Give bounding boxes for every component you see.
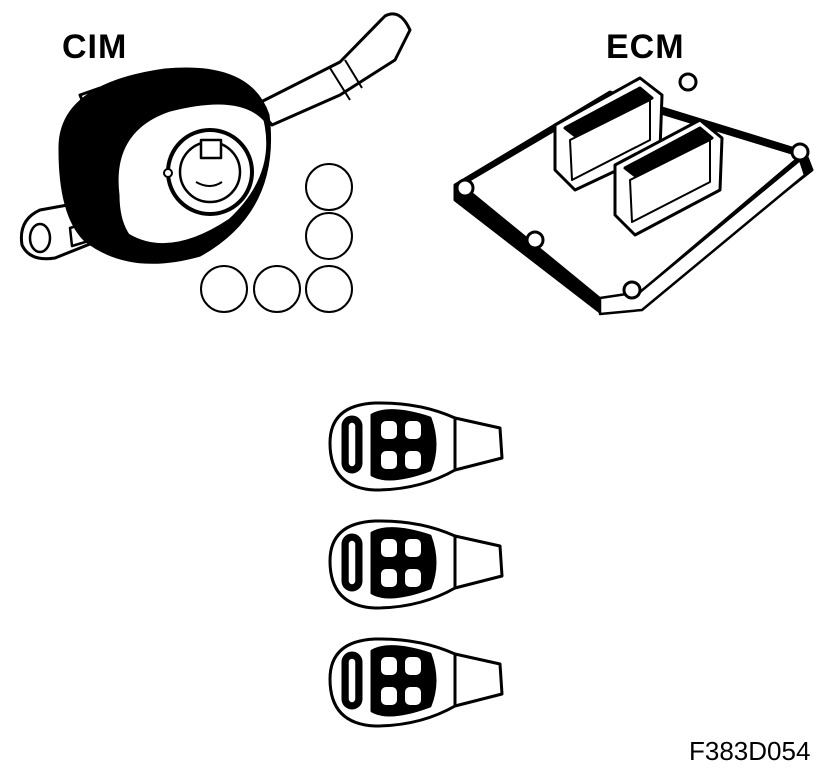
empty-circle (305, 265, 353, 313)
empty-circle (305, 212, 353, 260)
empty-circle (200, 265, 248, 313)
empty-circles-group (200, 163, 353, 313)
ecm-label: ECM (606, 28, 685, 66)
remote-key-icon (328, 401, 504, 492)
figure-code: F383D054 (689, 736, 811, 766)
remote-key-icon (328, 637, 504, 728)
remote-key-icon (328, 519, 504, 610)
cim-label: CIM (62, 28, 128, 66)
empty-circle (305, 163, 353, 211)
ecm-module-icon (453, 72, 814, 316)
key-fobs-group (328, 401, 504, 728)
empty-circle (253, 265, 301, 313)
cim-module-icon (19, 12, 412, 264)
